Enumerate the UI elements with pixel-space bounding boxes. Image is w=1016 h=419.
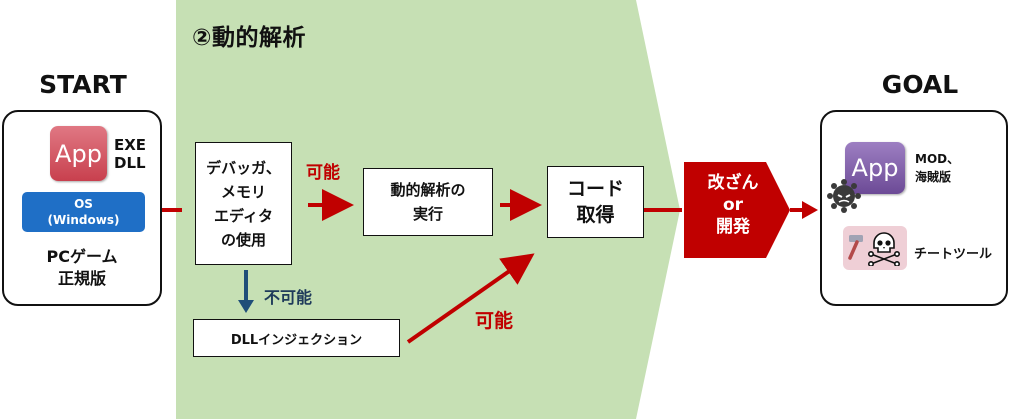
pc-game-line: PCゲーム <box>46 247 118 266</box>
code-line-2: 取得 <box>576 204 615 226</box>
app-icon-label: App <box>55 139 102 168</box>
debugger-box: デバッガ、 メモリ エディタ の使用 <box>195 142 292 265</box>
debugger-line-1: デバッガ、 <box>206 158 281 177</box>
arrow-to-goal-head <box>802 201 818 219</box>
mod-pirate-text: MOD、 海賊版 <box>915 150 959 186</box>
possible-label-bottom: 可能 <box>475 310 514 332</box>
exec-line-1: 動的解析の <box>390 181 466 199</box>
goal-label: GOAL <box>881 70 959 99</box>
app-icon: App <box>50 126 107 181</box>
dynamic-analysis-exec-box: 動的解析の 実行 <box>363 168 493 236</box>
debugger-line-3: エディタ <box>214 206 273 225</box>
legit-version-line: 正規版 <box>57 269 106 288</box>
code-acquire-box: コード 取得 <box>547 166 644 238</box>
os-windows-icon: OS (Windows) <box>22 192 145 232</box>
os-line: OS <box>74 197 93 211</box>
code-line-1: コード <box>566 178 624 200</box>
windows-line: (Windows) <box>47 213 120 227</box>
modify-line-3: 開発 <box>716 217 750 237</box>
section-title: ②動的解析 <box>192 25 306 51</box>
possible-label-top: 可能 <box>306 163 340 183</box>
exec-line-2: 実行 <box>412 205 443 223</box>
exe-line: EXE <box>114 136 147 154</box>
modify-line-1: 改ざん <box>707 173 759 193</box>
modify-chevron <box>684 162 790 258</box>
exe-dll-text: EXE DLL <box>114 136 146 172</box>
debugger-line-4: の使用 <box>220 230 266 249</box>
impossible-label: 不可能 <box>264 288 313 307</box>
virus-icon <box>827 179 861 213</box>
start-label: START <box>39 70 127 99</box>
pirate-line: 海賊版 <box>915 170 952 184</box>
cheat-tool-text: チートツール <box>914 247 993 262</box>
pc-game-text: PCゲーム 正規版 <box>6 246 158 290</box>
dll-injection-box: DLLインジェクション <box>193 319 400 357</box>
modify-line-2: or <box>722 195 744 215</box>
debugger-line-2: メモリ <box>220 182 266 201</box>
arrow-dll-to-code <box>406 253 535 344</box>
modify-text: 改ざん or 開発 <box>688 172 778 238</box>
tool-icon <box>848 235 863 260</box>
mod-line: MOD、 <box>915 152 960 166</box>
skull-icon <box>868 232 900 266</box>
app-icon-label-goal: App <box>851 154 899 182</box>
arrow-impossible-head <box>238 300 254 313</box>
dll-line: DLL <box>114 154 146 172</box>
